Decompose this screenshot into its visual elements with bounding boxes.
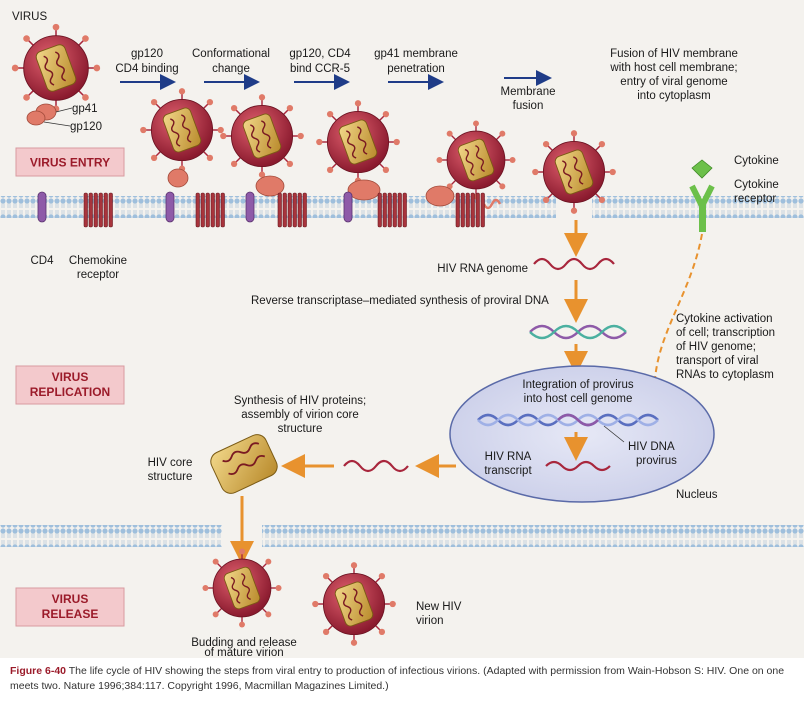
svg-text:Fusion of HIV membrane: Fusion of HIV membrane: [610, 48, 738, 60]
cd4-receptor: [37, 191, 47, 223]
svg-text:receptor: receptor: [77, 269, 119, 281]
svg-text:gp41 membrane: gp41 membrane: [374, 48, 458, 60]
label-hiv-core: HIV core: [148, 457, 193, 469]
virion-cd4-binding: [139, 87, 225, 188]
svg-text:transport of viral: transport of viral: [676, 355, 758, 367]
svg-text:transcript: transcript: [484, 465, 532, 477]
svg-text:receptor: receptor: [734, 193, 776, 205]
svg-text:assembly of virion core: assembly of virion core: [241, 409, 359, 421]
virion-fusing: [531, 129, 617, 215]
label-gp41: gp41: [72, 103, 98, 115]
cytokine-receptor: [689, 159, 715, 232]
step-gp120-cd4-binding: gp120 CD4 binding: [115, 48, 179, 90]
cytoplasm-rna: [343, 459, 409, 473]
stage-virus-entry: VIRUS ENTRY: [15, 147, 125, 177]
svg-text:with host cell membrane;: with host cell membrane;: [609, 62, 737, 74]
svg-text:REPLICATION: REPLICATION: [30, 385, 110, 399]
label-new-virion: New HIV: [416, 601, 462, 613]
step-bind-ccr5: gp120, CD4 bind CCR-5: [289, 48, 351, 90]
svg-text:structure: structure: [278, 423, 323, 435]
svg-text:into host cell genome: into host cell genome: [524, 393, 633, 405]
nucleus: [449, 365, 715, 503]
svg-text:RELEASE: RELEASE: [42, 607, 99, 621]
svg-text:into cytoplasm: into cytoplasm: [637, 90, 711, 102]
stage-virus-release: VIRUS RELEASE: [15, 587, 125, 627]
cell-membrane-top: [0, 196, 804, 218]
svg-text:bind CCR-5: bind CCR-5: [290, 63, 350, 75]
host-genome-dna: [477, 413, 659, 427]
step-conformational-change: Conformational change: [192, 48, 270, 90]
label-cytokine-receptor: Cytokine: [734, 179, 779, 191]
svg-text:change: change: [212, 63, 250, 75]
svg-text:gp120, CD4: gp120, CD4: [289, 48, 351, 60]
label-synthesis: Synthesis of HIV proteins;: [234, 395, 366, 407]
label-hiv-rna-genome: HIV RNA genome: [437, 263, 528, 275]
label-nucleus: Nucleus: [676, 489, 718, 501]
caption-text: The life cycle of HIV showing the steps …: [10, 665, 785, 692]
virion-penetration: [425, 119, 517, 210]
stage-virus-replication: VIRUS REPLICATION: [15, 365, 125, 405]
hiv-rna-transcript: [545, 460, 611, 472]
svg-text:entry of viral genome: entry of viral genome: [620, 76, 727, 88]
svg-text:virion: virion: [416, 615, 443, 627]
svg-text:Conformational: Conformational: [192, 48, 270, 60]
cell-membrane-bottom: [0, 525, 804, 547]
label-hiv-rna-transcript: HIV RNA: [485, 451, 532, 463]
label-reverse-transcriptase: Reverse transcriptase–mediated synthesis…: [251, 295, 549, 307]
budding-virion: [201, 547, 283, 629]
svg-text:penetration: penetration: [387, 63, 445, 75]
virion-ccr5-binding: [315, 99, 401, 201]
svg-text:VIRUS: VIRUS: [52, 592, 89, 606]
virus-initial: [11, 23, 101, 127]
svg-text:fusion: fusion: [513, 100, 544, 112]
svg-text:VIRUS ENTRY: VIRUS ENTRY: [30, 156, 110, 170]
label-chemokine-receptor: Chemokine: [69, 255, 127, 267]
label-virus: VIRUS: [12, 11, 47, 23]
step-gp41-penetration: gp41 membrane penetration: [374, 48, 458, 90]
svg-text:RNAs to cytoplasm: RNAs to cytoplasm: [676, 369, 774, 381]
svg-text:structure: structure: [148, 471, 193, 483]
label-cd4: CD4: [30, 255, 54, 267]
svg-text:of cell; transcription: of cell; transcription: [676, 327, 775, 339]
svg-text:of mature virion: of mature virion: [204, 647, 283, 658]
label-cytokine: Cytokine: [734, 155, 779, 167]
hiv-rna-genome: [533, 257, 615, 271]
svg-text:VIRUS: VIRUS: [52, 370, 89, 384]
svg-text:gp120: gp120: [131, 48, 163, 60]
step-fusion-entry: Fusion of HIV membrane with host cell me…: [609, 48, 738, 102]
svg-text:CD4 binding: CD4 binding: [115, 63, 178, 75]
figure-number: Figure 6-40: [10, 665, 67, 677]
new-hiv-virion: [311, 561, 397, 647]
label-gp120: gp120: [70, 121, 102, 133]
svg-text:provirus: provirus: [636, 455, 677, 467]
label-hiv-dna-provirus: HIV DNA: [628, 441, 675, 453]
svg-text:of HIV genome;: of HIV genome;: [676, 341, 756, 353]
svg-text:Membrane: Membrane: [501, 86, 556, 98]
virion-conformational: [219, 93, 305, 197]
figure-caption: Figure 6-40 The life cycle of HIV showin…: [0, 658, 804, 720]
label-budding: Budding and release: [191, 637, 297, 649]
label-integration: Integration of provirus: [522, 379, 633, 391]
step-membrane-fusion: Membrane fusion: [501, 70, 556, 112]
proviral-dna: [529, 324, 627, 340]
label-cytokine-activation: Cytokine activation: [676, 313, 773, 325]
hiv-core-structure: [210, 434, 278, 494]
